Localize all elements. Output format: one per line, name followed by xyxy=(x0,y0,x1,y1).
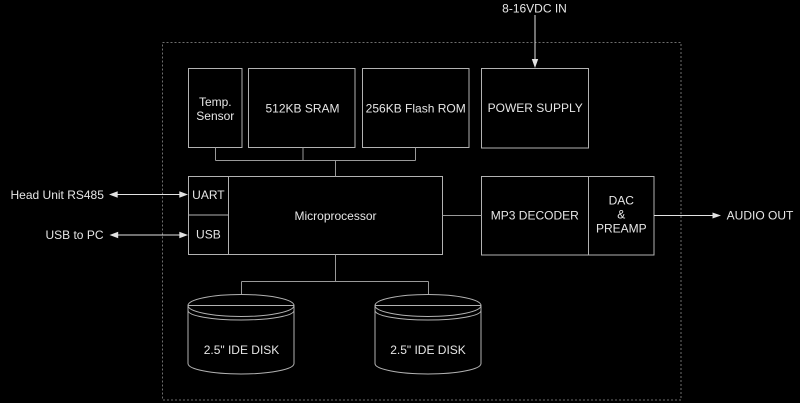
svg-text:USB to PC: USB to PC xyxy=(45,228,103,242)
svg-text:&: & xyxy=(617,207,625,221)
svg-text:512KB SRAM: 512KB SRAM xyxy=(265,101,339,115)
svg-text:POWER SUPPLY: POWER SUPPLY xyxy=(488,101,583,115)
svg-text:MP3 DECODER: MP3 DECODER xyxy=(491,208,579,222)
svg-text:PREAMP: PREAMP xyxy=(596,221,647,235)
svg-text:DAC: DAC xyxy=(609,193,635,207)
svg-text:UART: UART xyxy=(192,188,225,202)
svg-text:Head Unit RS485: Head Unit RS485 xyxy=(11,188,105,202)
svg-text:Sensor: Sensor xyxy=(196,109,234,123)
svg-text:8-16VDC IN: 8-16VDC IN xyxy=(502,1,567,15)
svg-text:2.5" IDE DISK: 2.5" IDE DISK xyxy=(390,343,466,357)
svg-text:USB: USB xyxy=(196,228,221,242)
svg-text:2.5" IDE DISK: 2.5" IDE DISK xyxy=(204,343,280,357)
svg-text:Microprocessor: Microprocessor xyxy=(294,209,376,223)
svg-text:256KB Flash ROM: 256KB Flash ROM xyxy=(366,101,466,115)
svg-text:AUDIO OUT: AUDIO OUT xyxy=(727,208,794,222)
svg-text:Temp.: Temp. xyxy=(199,95,232,109)
